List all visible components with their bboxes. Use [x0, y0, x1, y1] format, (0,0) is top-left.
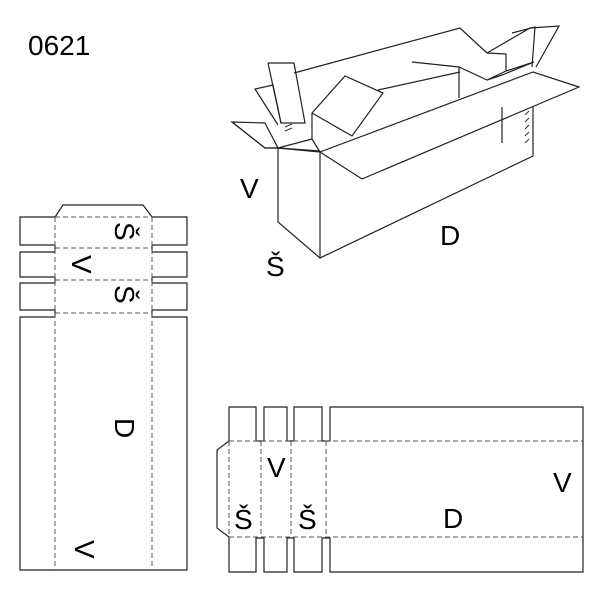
label-width-4: Š [298, 504, 317, 535]
label-height-1: V [66, 255, 97, 274]
label-length-2: D [443, 503, 463, 534]
label-length-1: D [109, 418, 140, 438]
label-height: V [240, 173, 259, 204]
die-cut-vertical: Š V Š D V [19, 204, 188, 571]
box-3d-view: V Š D [230, 25, 581, 282]
label-width: Š [266, 251, 285, 282]
label-height-4: V [553, 467, 572, 498]
die-cut-horizontal: Š V Š D V [216, 406, 584, 573]
label-width-2: Š [109, 285, 140, 304]
model-code: 0621 [28, 30, 90, 61]
label-length: D [440, 220, 460, 251]
label-height-3: V [267, 452, 286, 483]
label-width-3: Š [234, 504, 253, 535]
label-width-1: Š [109, 222, 140, 241]
label-height-2: V [69, 540, 100, 559]
